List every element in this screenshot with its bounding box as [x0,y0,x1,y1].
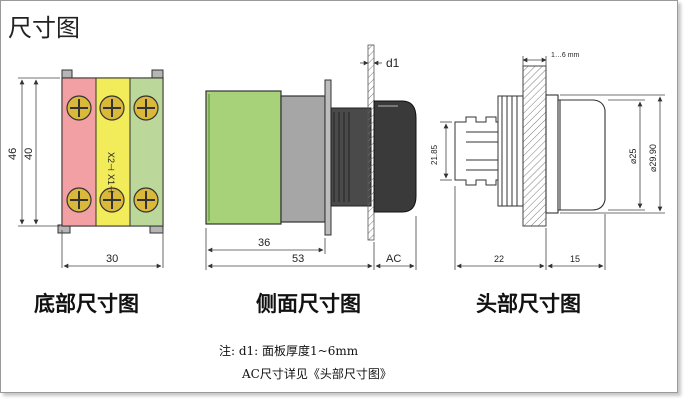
screw-slot [103,99,121,117]
thread-lines [333,112,350,202]
screw-slot [103,191,121,209]
head-bezel [545,94,606,214]
side-contact-block [205,90,282,225]
dim-head-length: 15 [570,254,580,264]
dim-outer-diameter: ⌀29.90 [648,144,658,172]
latch-ribs [466,131,516,171]
head-dimension-lines [440,56,665,270]
button-cap [557,99,606,211]
contact-label-left: X2⊣ [106,152,116,171]
screw-slot [70,99,88,117]
caption-head-view: 头部尺寸图 [476,292,581,316]
flange-top-right [151,69,164,79]
dim-d1: d1 [386,56,400,70]
head-thread [497,95,524,207]
contact-label-right: X1⊣ [106,174,116,193]
screw-slot [70,191,88,209]
dim-total: 53 [292,253,304,265]
screw-slot [137,191,155,209]
caption-side-view: 侧面尺寸图 [256,292,361,316]
side-button-head [373,100,417,213]
bottom-view: X2⊣ X1⊣ 46 40 30 [7,69,164,269]
flange-top-left [61,69,73,79]
side-housing [280,95,326,223]
dim-depth: 22 [494,254,504,264]
side-view: d1 36 53 AC [205,44,417,270]
terminal-screws [66,95,159,213]
bottom-dimension-lines [18,77,164,269]
note-line-2: AC尺寸详见《头部尺寸图》 [242,367,392,381]
screw-slot [137,99,155,117]
thread-lines [501,96,518,206]
note-line-1: 注: d1: 面板厚度1~6mm [219,344,359,358]
side-dimension-lines [205,60,417,270]
dim-height-outer: 46 [7,148,19,160]
dim-width: 30 [106,253,118,265]
dim-ac: AC [386,253,401,265]
caption-bottom-view: 底部尺寸图 [34,292,139,316]
bezel-ring [545,94,559,214]
head-panel-section [522,65,547,227]
dim-latch-height: 21.85 [430,144,439,165]
dim-panel-thickness: 1…6 mm [551,52,580,59]
side-panel-section [367,44,375,241]
head-view: 1…6 mm 21.85 ⌀25 ⌀29.90 22 15 [430,52,665,270]
side-threaded-bezel [330,107,372,207]
side-mounting-plate [324,79,332,236]
dim-height-inner: 40 [23,148,35,160]
dim-inner-diameter: ⌀25 [628,149,638,164]
dim-body: 36 [258,237,270,249]
page-title: 尺寸图 [8,14,80,42]
